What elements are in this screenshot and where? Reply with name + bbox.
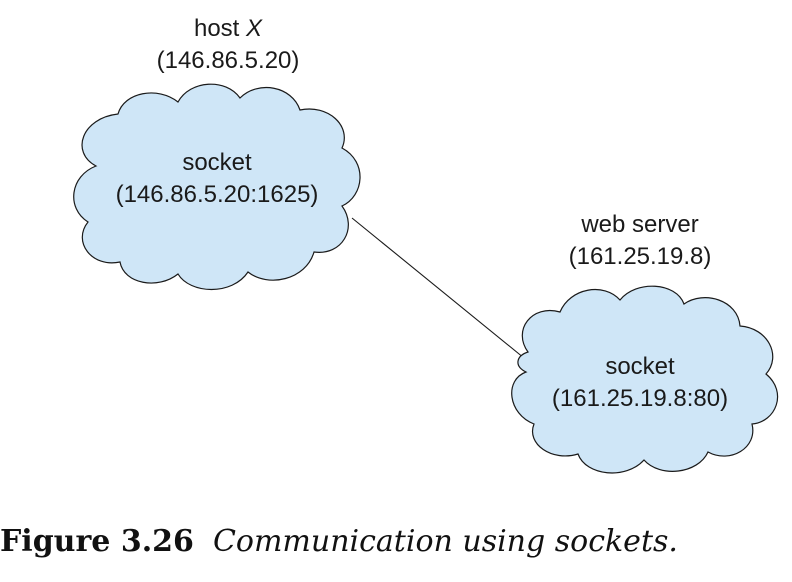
host-x-name: host X [194,15,263,42]
host-x-socket-address: (146.86.5.20:1625) [116,181,319,208]
host-x-socket-label: socket [182,149,252,176]
figure-number: Figure 3.26 [0,524,194,559]
connection-line [351,217,525,359]
figure-caption: Figure 3.26 Communication using sockets. [0,524,678,559]
web-server-socket-label: socket [605,353,675,380]
host-x-cloud: socket (146.86.5.20:1625) [73,83,361,291]
figure-caption-text: Communication using sockets. [212,524,678,559]
web-server-cloud: socket (161.25.19.8:80) [511,285,779,474]
cloud-shape-web-server [511,285,779,474]
web-server-ip: (161.25.19.8) [569,243,712,270]
host-x-name-italic: X [245,15,263,42]
web-server-socket-address: (161.25.19.8:80) [552,385,728,412]
cloud-shape-host-x [73,83,361,291]
host-x-ip: (146.86.5.20) [157,47,300,74]
web-server-name: web server [580,211,698,238]
host-x-name-prefix: host [194,15,240,42]
